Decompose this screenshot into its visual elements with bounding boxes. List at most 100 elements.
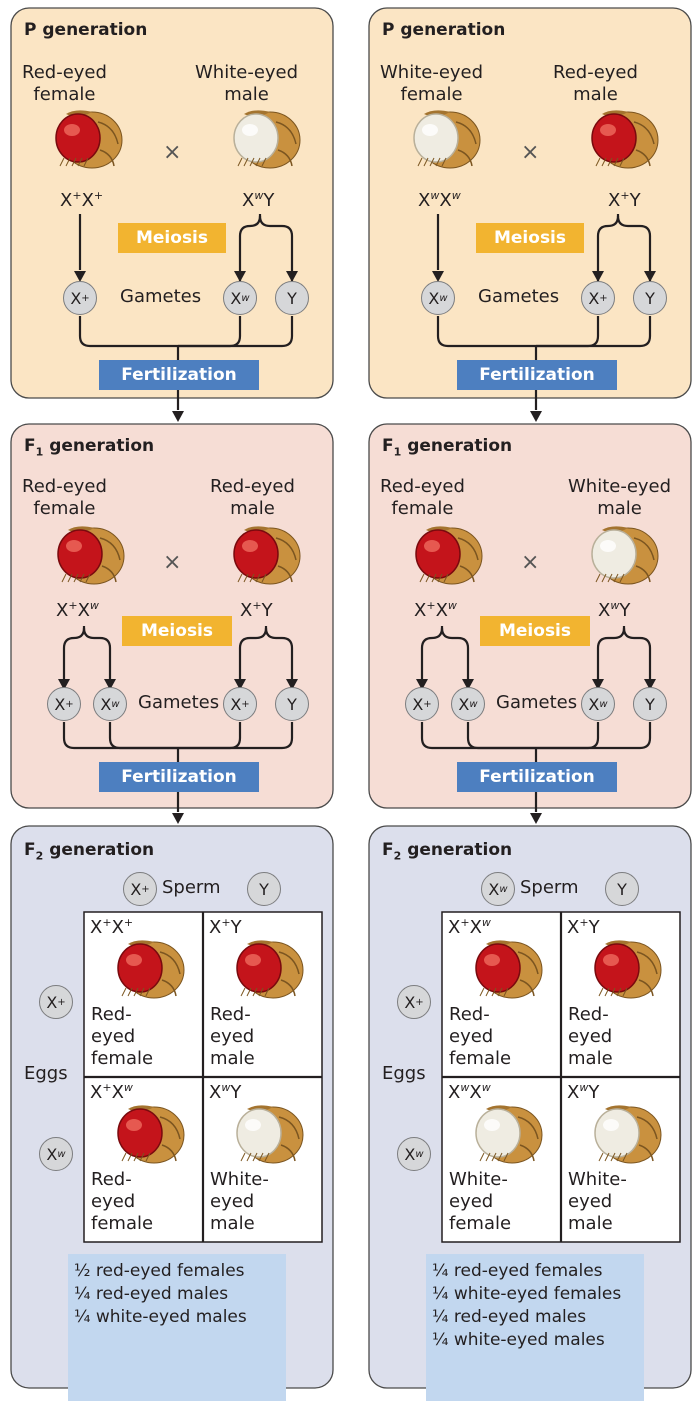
f1-female-genotype-0-plus: + — [426, 599, 435, 612]
f1-male-genotype-0-x: X — [240, 600, 252, 621]
p-female-label-line: female — [380, 84, 483, 106]
punnett-cell-phenotype-line: Red- — [91, 1169, 153, 1191]
egg-allele-w: Xw — [39, 1137, 73, 1171]
ratio-line: ¼ red-eyed males — [74, 1283, 286, 1306]
punnett-cell-genotype: X+Y — [209, 917, 242, 937]
f2-generation-title: F2 generation — [382, 842, 512, 861]
punnett-cell-genotype-0-x: X — [567, 1082, 579, 1103]
punnett-cell-genotype-y: Y — [589, 917, 600, 938]
egg-allele-plus-plus: + — [57, 997, 65, 1008]
egg-allele-plus-x: X — [404, 993, 415, 1012]
p-female-label: White-eyedfemale — [380, 62, 483, 106]
punnett-cell-genotype-0-plus: + — [579, 916, 588, 929]
meiosis-text: Meiosis — [499, 621, 571, 641]
punnett-cell-phenotype-line: eyed — [449, 1191, 511, 1213]
punnett-cell-genotype-y: Y — [230, 1082, 241, 1103]
punnett-cell-phenotype-line: eyed — [210, 1026, 255, 1048]
p-male-genotype-0-x: X — [242, 190, 254, 211]
punnett-cell-phenotype-line: female — [91, 1213, 153, 1235]
p-female-genotype-0-plus: + — [72, 189, 81, 202]
punnett-cell-genotype-0-plus: + — [460, 916, 469, 929]
f1-male-gamete-x-x: X — [230, 695, 241, 714]
p-to-f1-arrowhead — [172, 411, 184, 422]
egg-allele-w-x: X — [404, 1145, 415, 1164]
punnett-cell-genotype-0-x: X — [448, 1082, 460, 1103]
p-female-genotype-1-w: w — [452, 189, 461, 202]
egg-allele-w-w: w — [415, 1149, 423, 1160]
p-male-genotype-y: Y — [263, 190, 274, 211]
gametes-text: Gametes — [496, 692, 577, 713]
p-male-gamete-x-w: w — [241, 293, 249, 304]
eggs-text: Eggs — [24, 1063, 68, 1084]
p-female-gamete-x: X — [428, 289, 439, 308]
sperm-allele-x-x: X — [130, 880, 141, 899]
fertilization-text: Fertilization — [121, 767, 237, 787]
punnett-cell-phenotype-line: Red- — [91, 1004, 153, 1026]
gametes-label: Gametes — [138, 694, 219, 712]
f1-male-gamete-y-y: Y — [287, 695, 297, 714]
punnett-cell-phenotype-line: eyed — [91, 1026, 153, 1048]
gametes-text: Gametes — [120, 286, 201, 307]
p-female-gamete-w: w — [439, 293, 447, 304]
punnett-cell-phenotype-line: eyed — [210, 1191, 269, 1213]
sperm-label: Sperm — [162, 879, 221, 897]
f1-male-gamete-y: Y — [275, 687, 309, 721]
p-female-label: Red-eyedfemale — [22, 62, 107, 106]
f2-generation-title: F2 generation — [24, 842, 154, 861]
ratio-line: ¼ white-eyed males — [74, 1306, 286, 1329]
sperm-allele-y-y: Y — [259, 880, 269, 899]
p-male-gamete-y: Y — [633, 281, 667, 315]
f1-female-gamete-w-x: X — [100, 695, 111, 714]
f1-female-label: Red-eyedfemale — [22, 476, 107, 520]
f2-generation-title-word: generation — [43, 840, 154, 860]
fertilization-label: Fertilization — [457, 360, 617, 390]
punnett-cell-genotype-0-x: X — [209, 917, 221, 938]
egg-allele-plus-plus: + — [415, 997, 423, 1008]
sperm-text: Sperm — [162, 877, 221, 898]
p-female-gamete: Xw — [421, 281, 455, 315]
p-male-gamete-x-x: X — [230, 289, 241, 308]
f1-male-genotype-y: Y — [262, 600, 273, 621]
p-to-f1-arrowhead — [530, 411, 542, 422]
f1-male-gamete-x-x: X — [588, 695, 599, 714]
sperm-allele-x: Xw — [481, 872, 515, 906]
ratio-line: ¼ red-eyed males — [432, 1306, 644, 1329]
f1-female-gamete-plus-x: X — [412, 695, 423, 714]
punnett-cell-phenotype-line: White- — [568, 1169, 627, 1191]
f1-male-label: Red-eyedmale — [210, 476, 295, 520]
p-female-genotype-1-x: X — [439, 190, 451, 211]
p-male-label-line: male — [195, 84, 298, 106]
punnett-cell-genotype-1-x: X — [470, 917, 482, 938]
p-male-gamete-x: Xw — [223, 281, 257, 315]
cross-symbol: × — [521, 552, 539, 574]
f1-female-genotype-0-x: X — [414, 600, 426, 621]
f1-female-gamete-w: Xw — [93, 687, 127, 721]
fertilization-text: Fertilization — [479, 365, 595, 385]
p-male-genotype-0-plus: + — [620, 189, 629, 202]
gametes-text: Gametes — [138, 692, 219, 713]
p-female-gamete-plus: + — [81, 293, 89, 304]
f1-female-gamete-plus-plus: + — [65, 699, 73, 710]
p-female-genotype-1-plus: + — [94, 189, 103, 202]
f1-male-label-line: male — [568, 498, 671, 520]
fertilization-label: Fertilization — [457, 762, 617, 792]
fertilization-text: Fertilization — [479, 767, 595, 787]
punnett-cell-genotype-0-x: X — [448, 917, 460, 938]
p-male-genotype: XwY — [242, 190, 274, 210]
cross-symbol: × — [521, 142, 539, 164]
meiosis-label: Meiosis — [122, 616, 232, 646]
gametes-label: Gametes — [120, 288, 201, 306]
gametes-label: Gametes — [496, 694, 577, 712]
f1-female-gamete-w: Xw — [451, 687, 485, 721]
p-male-gamete-y-y: Y — [287, 289, 297, 308]
p-female-genotype-0-w: w — [430, 189, 439, 202]
f1-female-genotype-1-x: X — [436, 600, 448, 621]
meiosis-label: Meiosis — [118, 223, 226, 253]
punnett-cell-phenotype-line: female — [449, 1213, 511, 1235]
f2-ratio-summary: ½ red-eyed females¼ red-eyed males¼ whit… — [68, 1254, 286, 1401]
punnett-cell-phenotype-line: Red- — [449, 1004, 511, 1026]
